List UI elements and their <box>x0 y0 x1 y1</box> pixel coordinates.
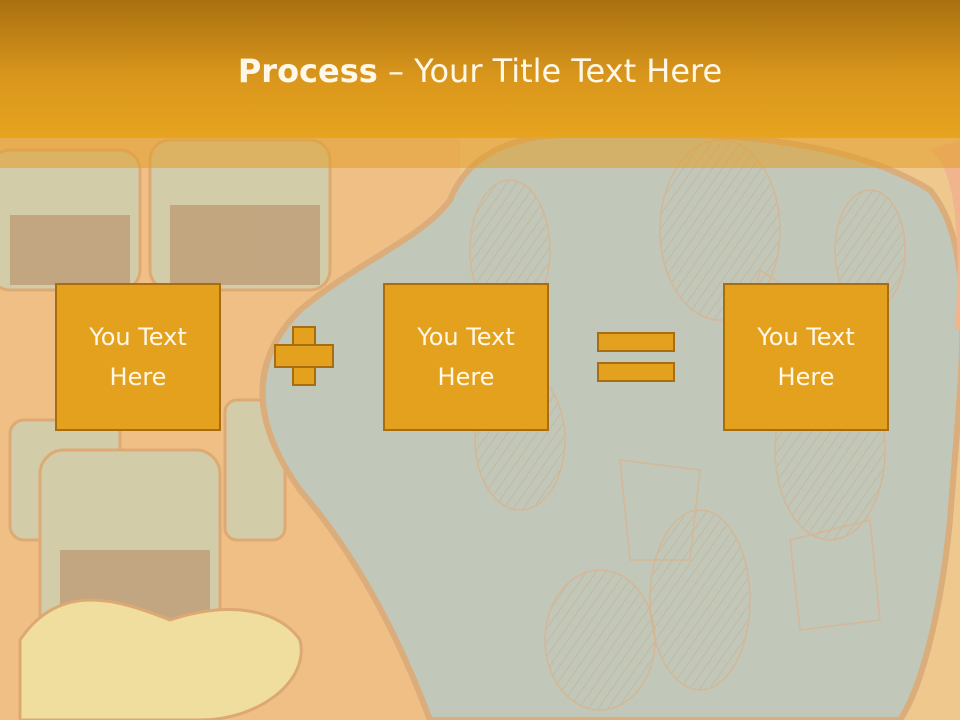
title-bar <box>0 0 960 138</box>
process-box-2-line1: You Text <box>417 323 515 351</box>
process-box-3[interactable]: You Text Here <box>723 283 889 431</box>
plus-icon-bar <box>274 344 334 368</box>
process-box-1-line2: Here <box>109 363 167 391</box>
title-dash: – <box>377 52 415 90</box>
process-box-2-line2: Here <box>437 363 495 391</box>
slide-title: Process – Your Title Text Here <box>0 52 960 90</box>
process-box-2-text: You Text Here <box>401 317 531 397</box>
equals-icon-bar <box>597 362 675 382</box>
process-box-3-text: You Text Here <box>741 317 871 397</box>
title-text: Your Title Text Here <box>414 52 723 90</box>
process-box-1-text: You Text Here <box>73 317 203 397</box>
process-box-3-line2: Here <box>777 363 835 391</box>
equals-icon <box>597 332 675 352</box>
process-box-3-line1: You Text <box>757 323 855 351</box>
title-bold-text: Process <box>237 52 378 90</box>
process-box-1-line1: You Text <box>89 323 187 351</box>
title-bar-fade <box>0 138 960 168</box>
process-box-2[interactable]: You Text Here <box>383 283 549 431</box>
process-box-1[interactable]: You Text Here <box>55 283 221 431</box>
